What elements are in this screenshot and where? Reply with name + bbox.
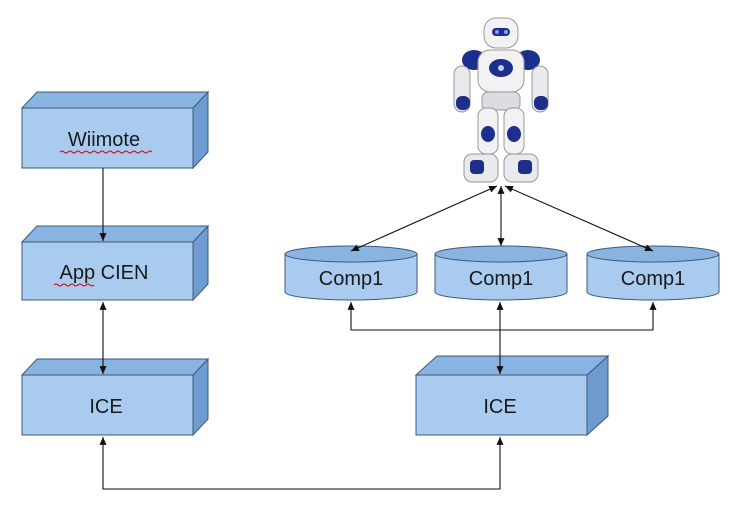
ice-left-label: ICE <box>89 396 122 418</box>
app-cien-box: App CIEN <box>20 224 210 302</box>
spellcheck-underline <box>59 150 153 154</box>
arrow-robot-comp-left <box>350 185 498 252</box>
comp-cylinder-middle: Comp1 <box>434 245 568 301</box>
ice-box-right: ICE <box>414 354 610 437</box>
comp-right-label: Comp1 <box>621 268 685 290</box>
ice-right-label: ICE <box>483 396 516 418</box>
app-cien-label: App CIEN <box>60 262 149 284</box>
wiimote-box: Wiimote <box>20 90 210 170</box>
comp-bus-connector <box>347 302 657 331</box>
comp-middle-label: Comp1 <box>469 268 533 290</box>
spellcheck-underline <box>53 283 95 287</box>
wiimote-label: Wiimote <box>68 129 140 151</box>
comp-cylinder-left: Comp1 <box>284 245 418 301</box>
humanoid-robot-icon <box>453 17 549 183</box>
arrow-ice-ice <box>99 437 504 490</box>
arrow-robot-comp-right <box>504 185 654 252</box>
comp-left-label: Comp1 <box>319 268 383 290</box>
ice-box-left: ICE <box>20 357 210 437</box>
comp-cylinder-right: Comp1 <box>586 245 720 301</box>
